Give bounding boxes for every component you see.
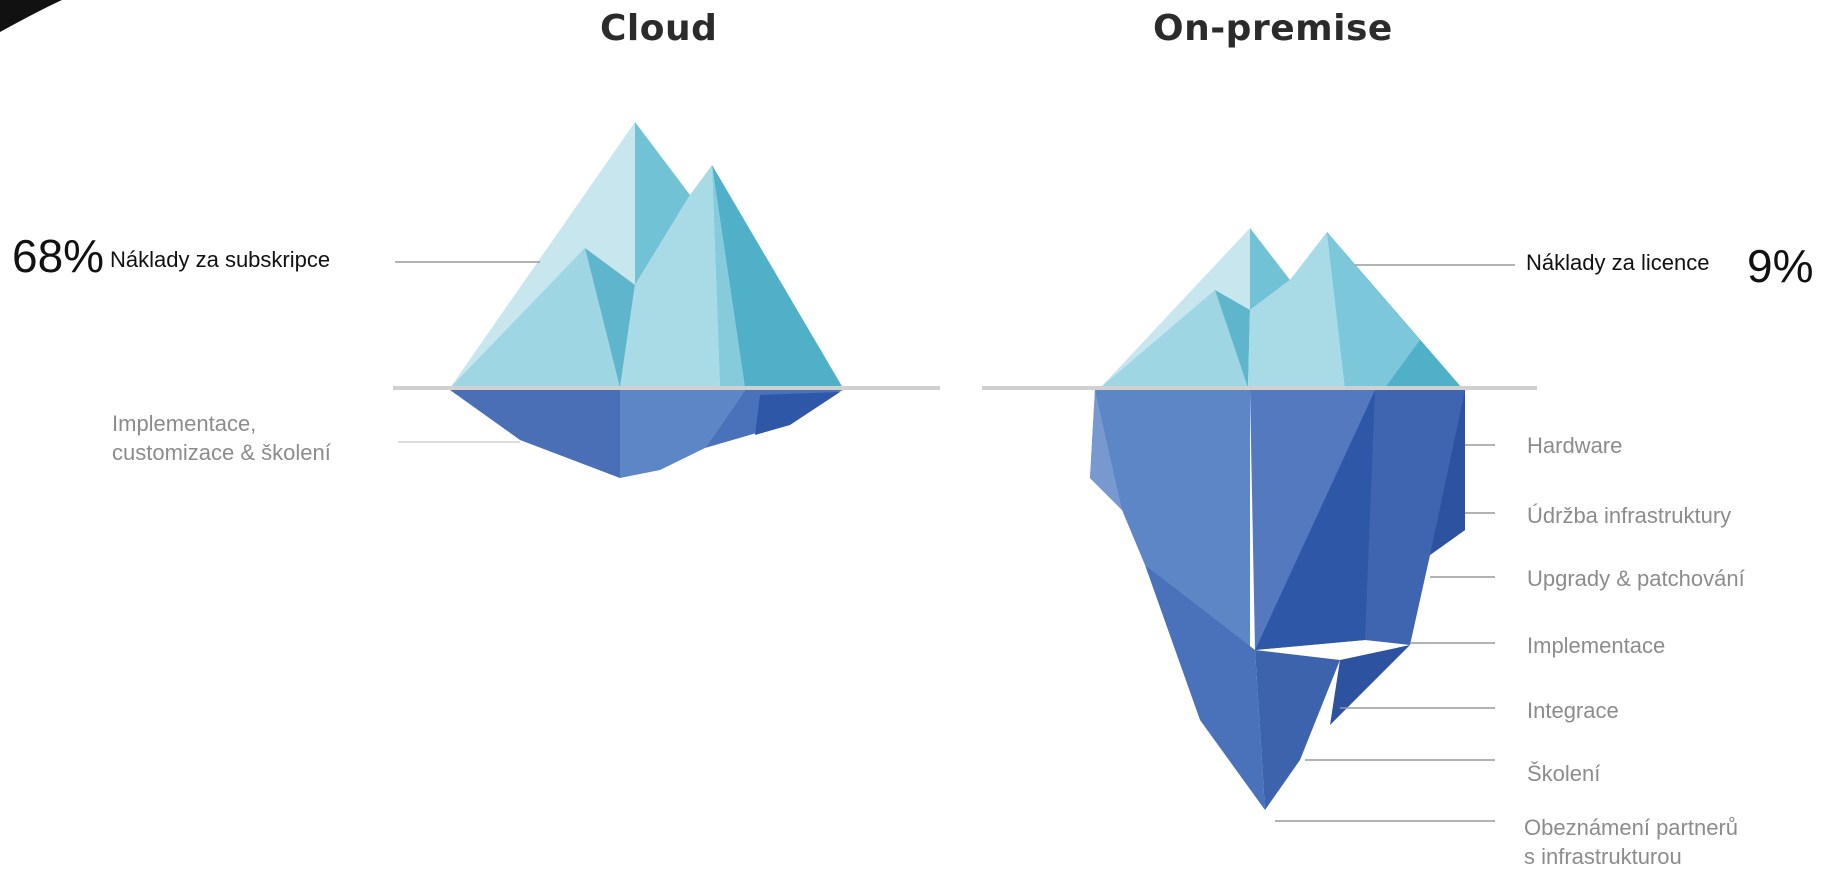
onpremise-label-obeznameni: Obeznámení partnerů s infrastrukturou	[1524, 814, 1738, 871]
onpremise-iceberg-top	[1100, 228, 1462, 388]
onpremise-percent: 9%	[1747, 240, 1814, 292]
cloud-bottom-label-line-1: Implementace,	[112, 411, 257, 436]
cloud-bottom-label: Implementace, customizace & školení	[112, 410, 331, 467]
cloud-bottom-label-line-2: customizace & školení	[112, 439, 331, 465]
onpremise-iceberg-bottom	[1090, 390, 1465, 810]
onpremise-title: On-premise	[1153, 8, 1393, 49]
cloud-iceberg-top	[450, 122, 843, 388]
cloud-title: Cloud	[600, 8, 718, 49]
onpremise-label-udrzba: Údržba infrastruktury	[1527, 503, 1732, 528]
corner-decoration	[0, 0, 62, 32]
onpremise-label-obeznameni-line-1: Obeznámení partnerů	[1524, 815, 1739, 840]
cloud-percent: 68%	[12, 230, 105, 282]
cloud-iceberg-bottom	[450, 390, 843, 478]
onpremise-label-skoleni: Školení	[1527, 761, 1601, 786]
onpremise-label-hardware: Hardware	[1527, 433, 1623, 458]
cloud-top-label: Náklady za subskripce	[110, 247, 331, 272]
onpremise-label-obeznameni-line-2: s infrastrukturou	[1524, 843, 1682, 869]
onpremise-label-implementace: Implementace	[1527, 633, 1666, 658]
onpremise-top-label: Náklady za licence	[1526, 250, 1710, 275]
onpremise-label-integrace: Integrace	[1527, 698, 1619, 723]
onpremise-label-upgrady: Upgrady & patchování	[1527, 566, 1745, 591]
